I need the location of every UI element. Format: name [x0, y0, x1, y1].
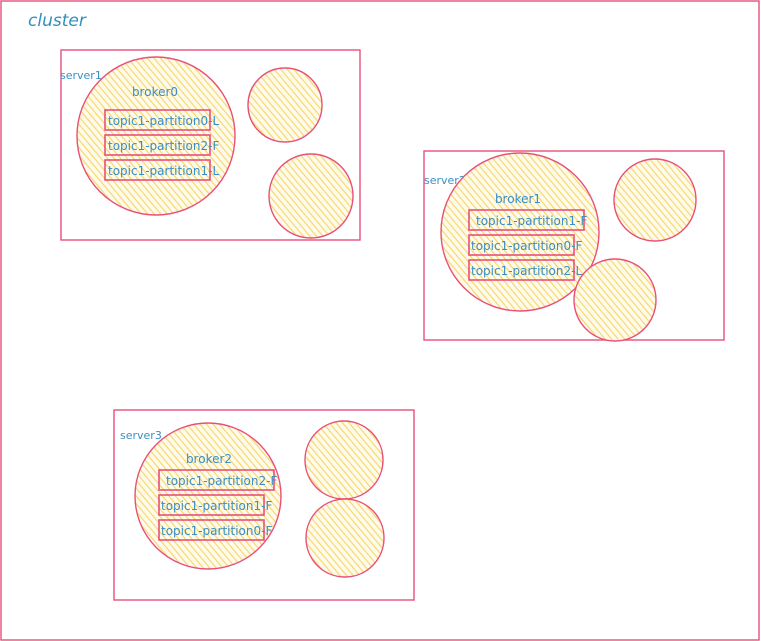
partition-label: topic1-partition2-F [166, 474, 277, 488]
server2-frame [423, 150, 725, 341]
server3-label: server3 [120, 429, 162, 442]
partition-box [158, 469, 275, 491]
server3-box: server3 broker2 topic1-partition2-F topi… [113, 409, 415, 601]
broker1-label: broker1 [495, 192, 541, 206]
partition-box [468, 259, 575, 281]
partition-label: topic1-partition1-F [161, 499, 272, 513]
partition-box [468, 234, 575, 256]
partition-label: topic1-partition0-F [161, 524, 272, 538]
partition-label: topic1-partition0-F [471, 239, 582, 253]
server1-frame [60, 49, 361, 241]
server3-frame [113, 409, 415, 601]
server2-label: server2 [424, 174, 466, 187]
partition-label: topic1-partition1-F [476, 214, 587, 228]
server1-box: server1 broker0 topic1-partition0-L topi… [60, 49, 361, 241]
server1-label: server1 [60, 69, 102, 82]
broker0-label: broker0 [132, 85, 178, 99]
partition-box [104, 159, 211, 181]
broker1-partition-list: topic1-partition1-F topic1-partition0-F … [468, 209, 587, 281]
partition-box [104, 134, 211, 156]
empty-slot-circle [573, 258, 657, 342]
partition-label: topic1-partition2-F [108, 139, 219, 153]
empty-slot-circle [304, 420, 384, 500]
empty-slot-circle [305, 498, 385, 578]
empty-slot-circle [613, 158, 697, 242]
empty-slot-circle [268, 153, 354, 239]
server2-box: server2 broker1 topic1-partition1-F topi… [423, 150, 725, 342]
cluster-title: cluster [28, 11, 87, 31]
broker2-partition-list: topic1-partition2-F topic1-partition1-F … [158, 469, 277, 541]
partition-label: topic1-partition1-L [108, 164, 219, 178]
partition-box [104, 109, 211, 131]
partition-label: topic1-partition2-L [471, 264, 582, 278]
empty-slot-circle [247, 67, 323, 143]
partition-box [158, 519, 265, 541]
partition-box [468, 209, 585, 231]
partition-box [158, 494, 265, 516]
broker0-partition-list: topic1-partition0-L topic1-partition2-F … [104, 109, 219, 181]
broker2-label: broker2 [186, 452, 232, 466]
partition-label: topic1-partition0-L [108, 114, 219, 128]
